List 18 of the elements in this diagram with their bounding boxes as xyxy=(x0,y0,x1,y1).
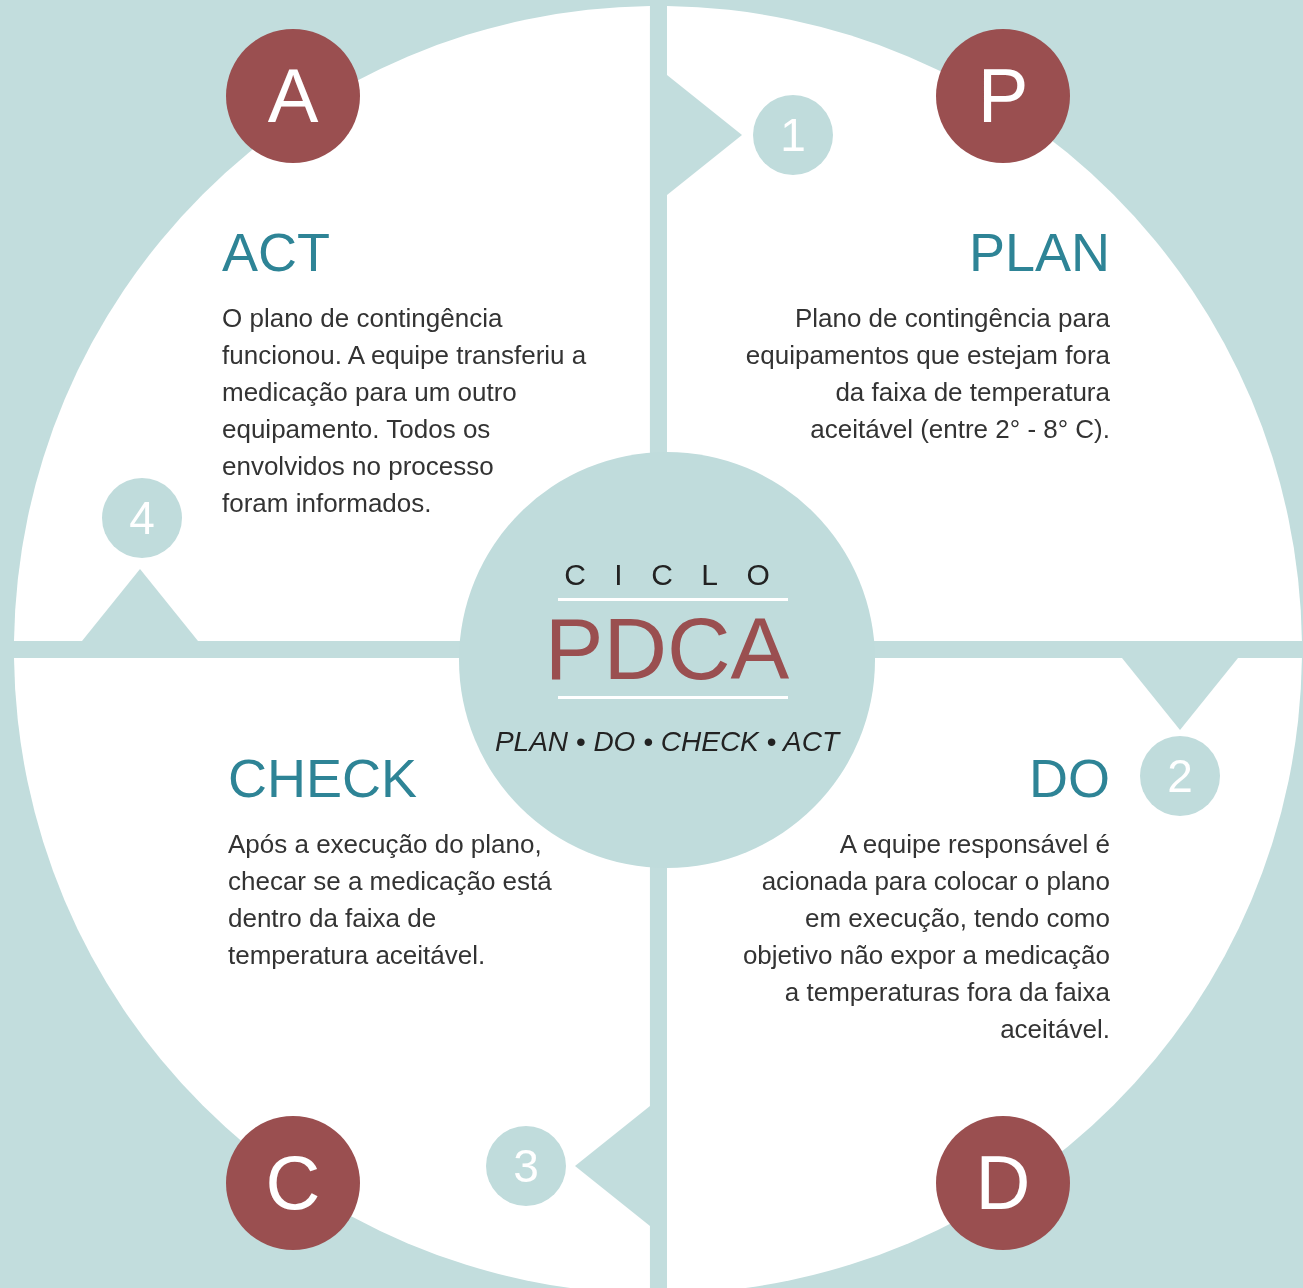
arrow xyxy=(1122,658,1238,730)
arrow xyxy=(667,75,742,195)
cycle-subtitle: PLAN • DO • CHECK • ACT xyxy=(493,726,842,758)
letter-circle: P xyxy=(936,29,1070,163)
description-text: Após a execução do plano, checar se a medicação está dentro da faixa de temperatura aceitável. xyxy=(228,828,553,972)
letter-circle: A xyxy=(226,29,360,163)
quadrant-heading: ACT xyxy=(222,222,330,282)
arrow xyxy=(82,569,198,641)
description-text: O plano de contingência funcionou. A equipe transferiu a medicação para um outro equipamento. Todos os envolvidos no processo foram informados. xyxy=(222,302,588,520)
description-text: Plano de contingência para equipamentos que estejam fora da faixa de temperatura aceitável (entre 2° - 8° C). xyxy=(744,302,1110,446)
quadrant-heading: PLAN xyxy=(968,222,1110,282)
quadrant-heading: DO xyxy=(1029,748,1110,808)
quadrant-heading: CHECK xyxy=(228,748,417,808)
cycle-label: CICLO xyxy=(563,558,800,592)
description-text: A equipe responsável é acionada para colocar o plano em execução, tendo como objetivo não expor a medicação a temperaturas fora da faixa aceitável. xyxy=(741,828,1110,1046)
cycle-title: PDCA xyxy=(543,605,791,693)
letter-circle: C xyxy=(226,1116,360,1250)
arrow xyxy=(575,1106,650,1226)
